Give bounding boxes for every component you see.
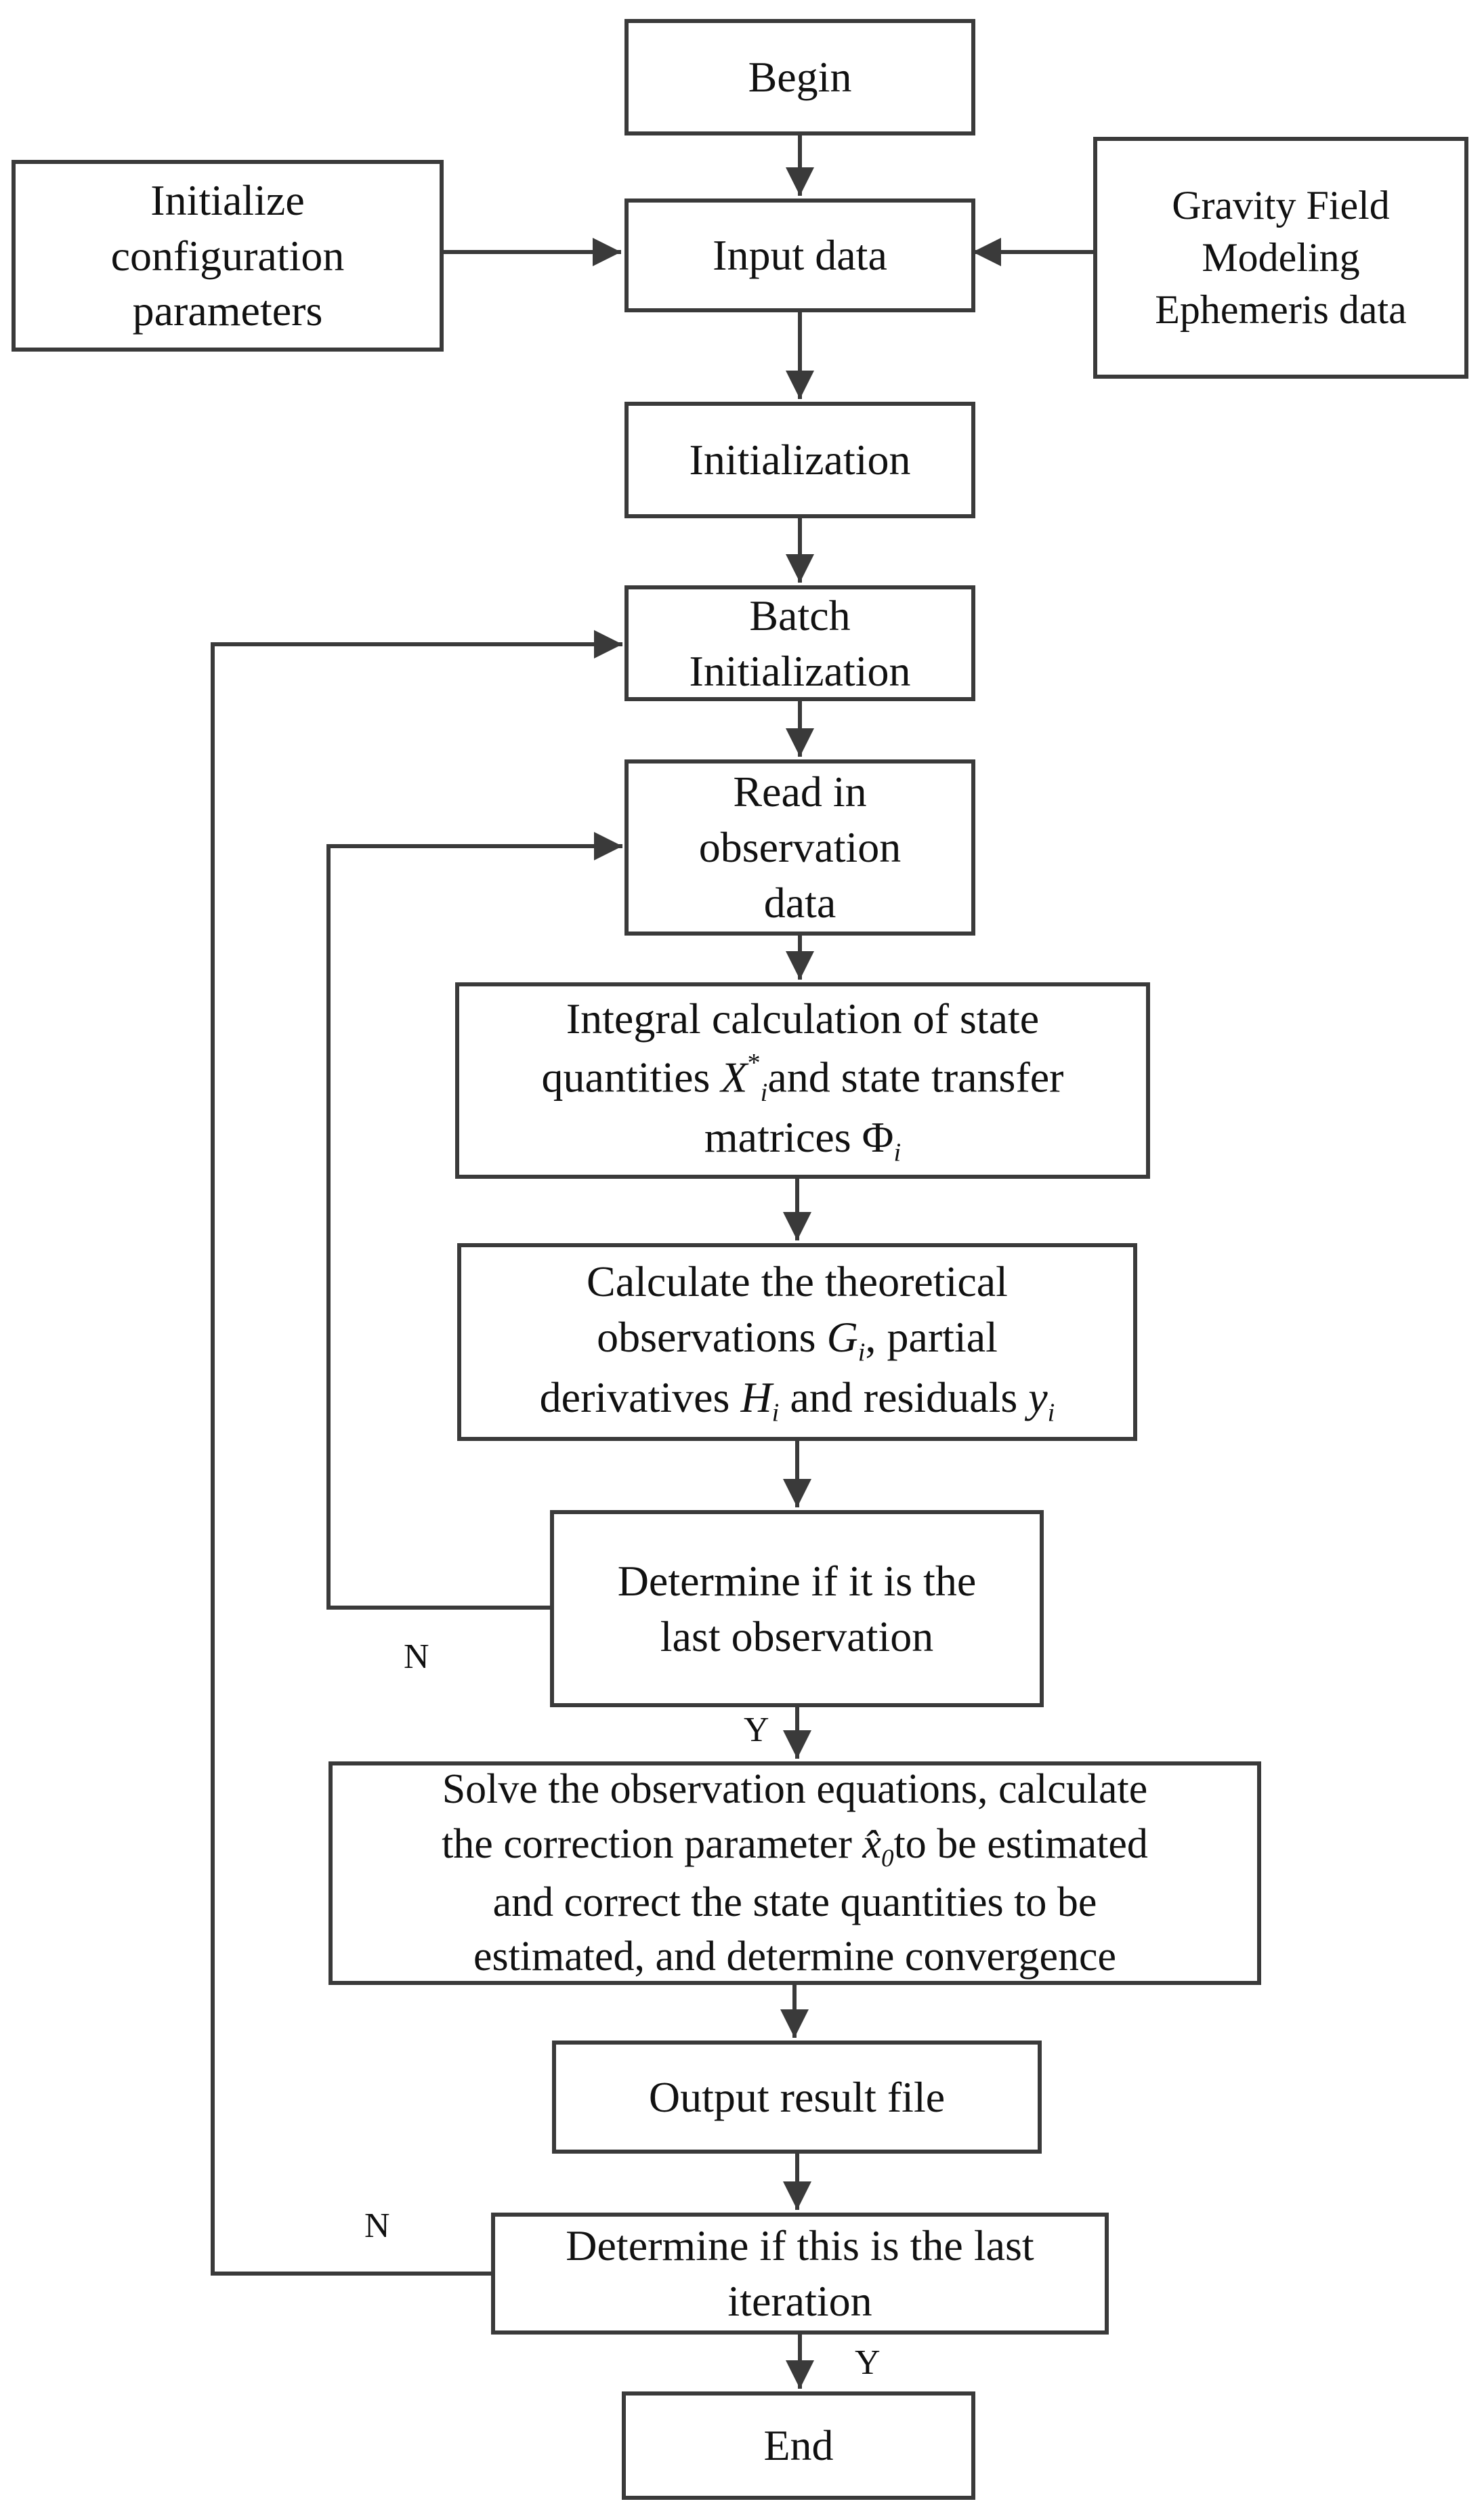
- solve-line-3: and correct the state quantities to be: [492, 1879, 1097, 1925]
- state-x-symbol: X: [721, 1053, 748, 1102]
- state-x-sub: i: [760, 1079, 768, 1108]
- edge-iter-loop-back: [211, 630, 622, 2276]
- calc-theory-node: Calculate the theoretical observations G…: [457, 1243, 1137, 1441]
- phi-symbol: Φ: [862, 1113, 894, 1162]
- obs-yes-label: Y: [744, 1711, 769, 1749]
- init-config-line-2: configuration: [110, 231, 345, 280]
- init-config-line-1: Initialize: [150, 175, 305, 224]
- x-hat-sub: 0: [881, 1844, 894, 1873]
- iter-no-label: N: [364, 2206, 390, 2245]
- calc-theory-line-2-post: , partial: [865, 1313, 998, 1362]
- read-obs-line-2: observation: [698, 823, 902, 872]
- begin-node: Begin: [624, 19, 975, 135]
- x-hat-symbol: x̂: [862, 1820, 881, 1867]
- y-symbol: y: [1028, 1373, 1048, 1421]
- calc-theory-line-2-pre: observations: [597, 1313, 827, 1362]
- state-x-sup: *: [747, 1049, 761, 1077]
- batch-init-line-2: Initialization: [689, 646, 911, 695]
- output-label: Output result file: [648, 2072, 946, 2121]
- integral-line-2: quantities X*iand state transfer: [542, 1047, 1064, 1110]
- end-node: End: [622, 2391, 975, 2500]
- g-symbol: G: [826, 1313, 858, 1362]
- determine-obs-line-1: Determine if it is the: [617, 1556, 977, 1605]
- solve-line-4: estimated, and determine convergence: [473, 1933, 1117, 1980]
- solve-line-2-post: to be estimated: [893, 1820, 1148, 1867]
- determine-iter-line-1: Determine if this is the last: [566, 2221, 1034, 2270]
- integral-line-3: matrices Φi: [704, 1110, 901, 1170]
- gravity-line-3: Ephemeris data: [1155, 287, 1407, 332]
- determine-last-iter-node: Determine if this is the last iteration: [491, 2213, 1109, 2335]
- iter-yes-label: Y: [855, 2343, 881, 2382]
- batch-init-line-1: Batch: [749, 591, 851, 640]
- input-data-label: Input data: [713, 231, 887, 280]
- init-config-line-3: parameters: [132, 287, 323, 335]
- calc-theory-line-2: observations Gi, partial: [597, 1310, 998, 1370]
- solve-line-2-pre: the correction parameter: [442, 1820, 863, 1867]
- initialization-node: Initialization: [624, 402, 975, 518]
- input-data-node: Input data: [624, 198, 975, 312]
- calc-theory-line-3: derivatives Hi and residuals yi: [540, 1370, 1055, 1430]
- calc-theory-line-1: Calculate the theoretical: [587, 1257, 1008, 1306]
- phi-sub: i: [893, 1138, 902, 1167]
- determine-obs-line-2: last observation: [660, 1612, 934, 1660]
- solve-node: Solve the observation equations, calcula…: [328, 1761, 1261, 1985]
- calc-theory-line-3-pre: derivatives: [539, 1373, 741, 1421]
- end-label: End: [763, 2421, 834, 2470]
- integral-calc-node: Integral calculation of state quantities…: [455, 982, 1150, 1179]
- h-symbol: H: [740, 1373, 772, 1421]
- gravity-field-node: Gravity Field Modeling Ephemeris data: [1093, 137, 1468, 379]
- read-obs-node: Read in observation data: [624, 759, 975, 936]
- obs-no-label: N: [404, 1637, 429, 1676]
- init-config-node: Initialize configuration parameters: [12, 160, 444, 352]
- gravity-line-2: Modeling: [1202, 235, 1360, 280]
- calc-theory-line-3-mid: and residuals: [779, 1373, 1029, 1421]
- integral-line-2-post: and state transfer: [767, 1053, 1064, 1102]
- gravity-line-1: Gravity Field: [1172, 183, 1390, 228]
- determine-last-obs-node: Determine if it is the last observation: [550, 1510, 1044, 1707]
- edge-obs-loop-back: [326, 832, 622, 1610]
- g-sub: i: [857, 1338, 866, 1367]
- h-sub: i: [771, 1398, 780, 1427]
- begin-label: Begin: [748, 53, 852, 102]
- solve-line-1: Solve the observation equations, calcula…: [442, 1765, 1148, 1812]
- determine-iter-line-2: iteration: [727, 2277, 872, 2325]
- y-sub: i: [1047, 1398, 1055, 1427]
- initialization-label: Initialization: [689, 436, 911, 484]
- integral-line-3-pre: matrices: [704, 1113, 862, 1162]
- integral-line-2-pre: quantities: [541, 1053, 721, 1102]
- read-obs-line-1: Read in: [733, 768, 867, 816]
- batch-init-node: Batch Initialization: [624, 585, 975, 701]
- output-node: Output result file: [552, 2041, 1042, 2154]
- read-obs-line-3: data: [763, 878, 836, 927]
- integral-line-1: Integral calculation of state: [566, 995, 1040, 1043]
- solve-line-2: the correction parameter x̂0to be estima…: [442, 1817, 1148, 1875]
